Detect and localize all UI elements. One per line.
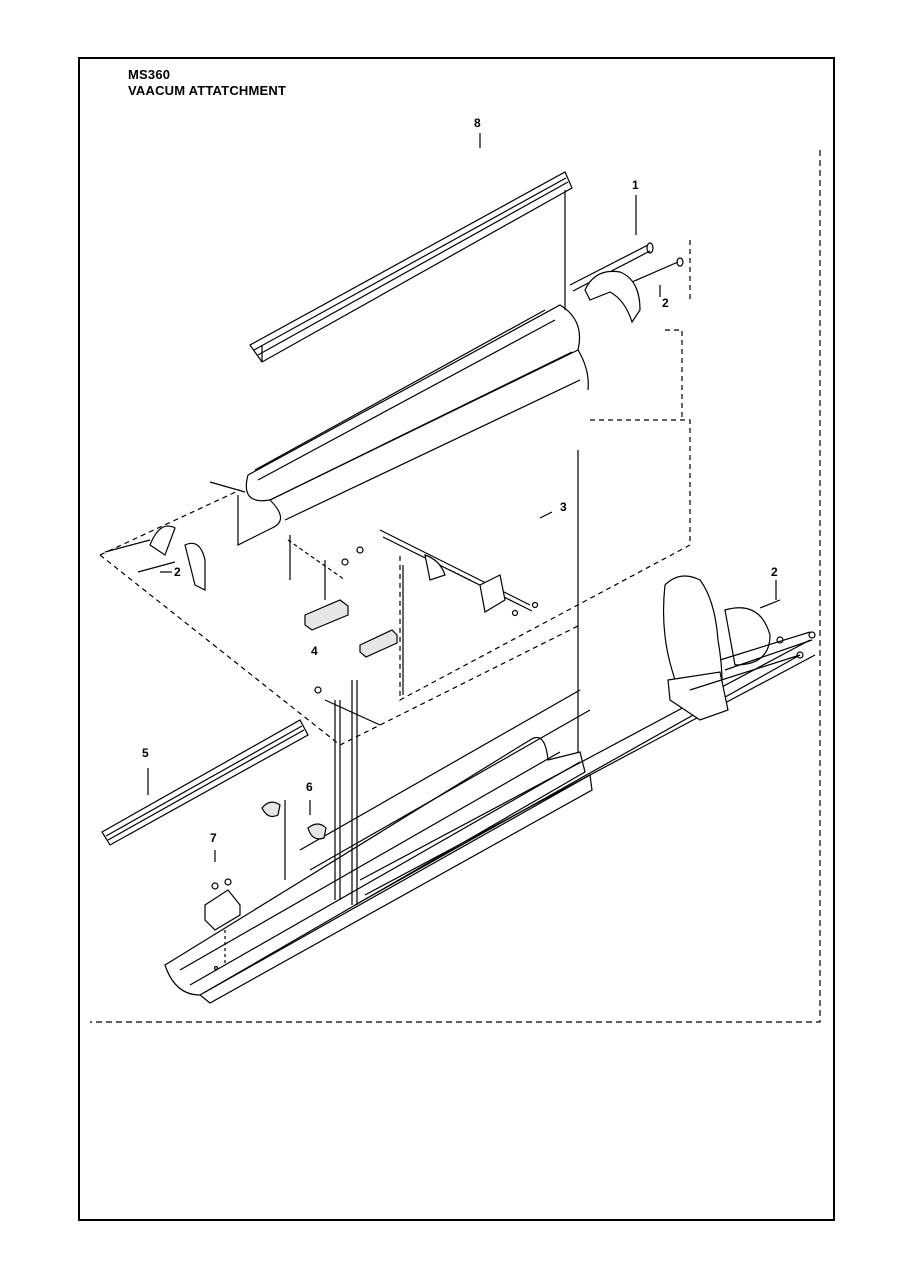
callout-4: 4: [311, 644, 318, 658]
fitting-part-4: [287, 535, 398, 658]
left-clamp-parts: [104, 481, 246, 591]
sub-assembly-box: [399, 419, 691, 702]
lower-tube-assembly: [164, 639, 816, 1004]
callout-7: 7: [210, 831, 217, 845]
callout-2-right: 2: [771, 565, 778, 579]
model-number: MS360: [128, 67, 171, 82]
callout-6: 6: [306, 780, 313, 794]
drawing-border: [78, 57, 835, 1221]
assembly-outline: [90, 150, 821, 1023]
page-title: VAACUM ATTATCHMENT: [128, 83, 287, 98]
handle-housing: [662, 575, 816, 721]
rod-assembly-part-3: [341, 529, 539, 617]
callout-1: 1: [632, 178, 639, 192]
callout-8: 8: [474, 116, 481, 130]
screw-part-2-top: [624, 257, 684, 286]
clamp-bracket-top: [584, 270, 641, 324]
callout-2-top: 2: [662, 296, 669, 310]
top-rail-part-8: [249, 171, 573, 363]
rail-part-5: [101, 719, 309, 846]
callout-5: 5: [142, 746, 149, 760]
tube-body: [237, 304, 589, 546]
knob-part-6: [261, 801, 327, 840]
callout-3: 3: [560, 500, 567, 514]
bracket-part-7: [204, 878, 241, 971]
callout-2-left: 2: [174, 565, 181, 579]
center-rods: [284, 680, 381, 905]
